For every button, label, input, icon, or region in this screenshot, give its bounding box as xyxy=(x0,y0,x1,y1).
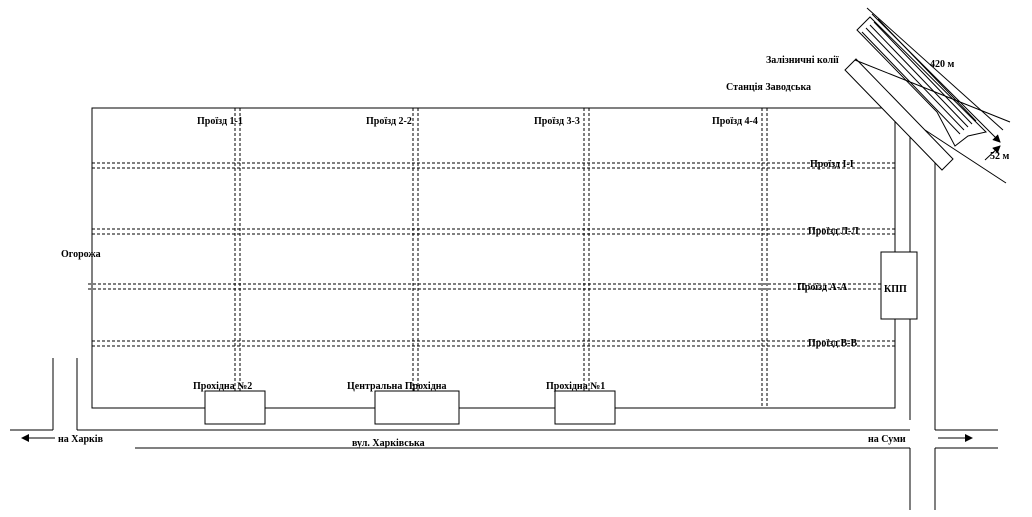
passage-3-3-lines xyxy=(583,108,590,408)
main-street xyxy=(10,358,998,510)
label-central-gate: Центральна Прохідна xyxy=(347,381,447,392)
label-passage-2-2: Проїзд 2-2 xyxy=(366,116,412,127)
site-boundary xyxy=(91,107,896,409)
label-gate-1: Прохідна №1 xyxy=(546,381,605,392)
label-width-52: 52 м xyxy=(990,151,1010,162)
passage-I-I-lines xyxy=(92,162,895,169)
gate-1-building xyxy=(554,390,616,425)
passage-4-4-lines xyxy=(761,108,768,408)
label-passage-I-I: Проїзд І-І xyxy=(810,159,854,170)
railway-area xyxy=(844,7,1011,184)
label-gate-2: Прохідна №2 xyxy=(193,381,252,392)
rail-tracks-hatching xyxy=(861,18,977,135)
gate-2-building xyxy=(204,390,266,425)
label-rail-tracks: Залізничні колії xyxy=(766,55,839,66)
label-passage-L-L: Проїзд Л-Л xyxy=(808,226,859,237)
passage-V-V-lines xyxy=(92,340,895,347)
label-street: вул. Харківська xyxy=(352,438,425,449)
label-to-sumy: на Суми xyxy=(868,434,906,445)
passage-2-2-lines xyxy=(412,108,419,408)
passage-L-L-lines xyxy=(92,228,895,235)
access-road-right xyxy=(909,125,936,430)
label-passage-4-4: Проїзд 4-4 xyxy=(712,116,758,127)
label-length-420: 420 м xyxy=(930,59,955,70)
label-passage-V-V: Проїзд В-В xyxy=(808,338,858,349)
label-passage-A-A: Проїзд А-А xyxy=(797,282,848,293)
dim-420-arrow-icon xyxy=(871,13,1001,143)
dim-52-arrow-icon xyxy=(984,145,1001,161)
label-fence: Огорожа xyxy=(61,249,101,260)
central-gate-building xyxy=(374,390,460,425)
label-passage-3-3: Проїзд 3-3 xyxy=(534,116,580,127)
label-station: Станція Заводська xyxy=(726,82,811,93)
kpp-building xyxy=(880,251,918,320)
passage-1-1-lines xyxy=(234,108,241,408)
label-to-kharkiv: на Харків xyxy=(58,434,104,445)
label-kpp: КПП xyxy=(884,284,907,295)
label-passage-1-1: Проїзд 1-1 xyxy=(197,116,243,127)
passage-A-A-lines xyxy=(88,283,895,290)
